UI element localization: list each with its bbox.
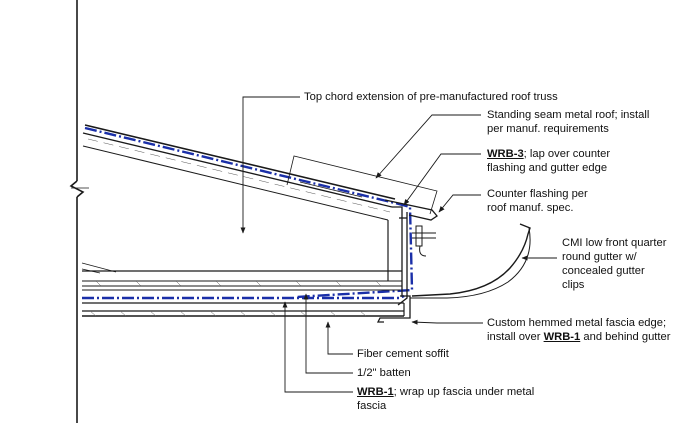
soffit-hatch: [89, 310, 367, 317]
standing-seam-rib: [286, 155, 438, 215]
callout-soffit: Fiber cement soffit: [357, 347, 449, 361]
callout-truss-text: Top chord extension of pre-manufactured …: [304, 91, 558, 103]
bottom-chord-assembly: [81, 220, 402, 291]
gutter-clip: [412, 225, 436, 257]
callout-roof-line1: Standing seam metal roof; install: [487, 109, 650, 121]
leader-roof: [375, 114, 481, 179]
callout-gutter-line2: round gutter w/: [562, 251, 637, 263]
callout-wrb3-tag: WRB-3: [487, 148, 524, 160]
wrb-3-line: [84, 126, 414, 299]
quarter-round-gutter: [411, 223, 531, 297]
callout-counter-line2: roof manuf. spec.: [487, 202, 574, 214]
wrb-1-line: [82, 294, 405, 300]
callout-soffit-text: Fiber cement soffit: [357, 348, 449, 360]
leader-soffit: [325, 321, 353, 355]
gutter-inner-edge: [410, 227, 531, 299]
callout-wrb3: WRB-3; lap over counter flashing and gut…: [487, 147, 610, 175]
callout-counter-flashing: Counter flashing per roof manuf. spec.: [487, 187, 588, 215]
callout-wrb1-rest: ; wrap up fascia under metal: [393, 386, 535, 398]
leader-batten: [303, 293, 353, 374]
callout-wrb1-line2: fascia: [357, 400, 387, 412]
leader-counter: [438, 194, 481, 213]
callout-gutter: CMI low front quarter round gutter w/ co…: [562, 236, 666, 292]
callout-gutter-line3: concealed gutter: [562, 265, 645, 277]
hemmed-fascia-edge: [376, 295, 411, 323]
callout-counter-line1: Counter flashing per: [487, 188, 588, 200]
callout-wrb3-line2: flashing and gutter edge: [487, 162, 608, 174]
leader-truss: [240, 96, 300, 234]
leader-lines: [240, 96, 557, 393]
leader-wrb1: [282, 301, 353, 393]
callout-roof: Standing seam metal roof; install per ma…: [487, 108, 649, 136]
callout-batten: 1/2" batten: [357, 366, 411, 380]
callout-gutter-line1: CMI low front quarter: [562, 237, 667, 249]
callout-wrb1: WRB-1; wrap up fascia under metal fascia: [357, 385, 534, 413]
batten-hatch: [95, 280, 382, 287]
callout-batten-text: 1/2" batten: [357, 367, 411, 379]
callout-roof-line2: per manuf. requirements: [487, 123, 609, 135]
callout-wrb1-tag: WRB-1: [357, 386, 394, 398]
callout-fascia: Custom hemmed metal fascia edge; install…: [487, 316, 670, 344]
roof-truss-top-chord: [82, 124, 396, 221]
wall-line: [69, 0, 89, 423]
leader-wrb3: [403, 153, 481, 206]
callout-fascia-pre: install over: [487, 331, 544, 343]
callout-truss: Top chord extension of pre-manufactured …: [304, 90, 558, 104]
callout-fascia-post: and behind gutter: [580, 331, 671, 343]
callout-wrb3-rest: ; lap over counter: [523, 148, 611, 160]
callout-fascia-line1: Custom hemmed metal fascia edge;: [487, 317, 667, 329]
leader-fascia: [411, 319, 483, 325]
callout-gutter-line4: clips: [562, 279, 585, 291]
fiber-cement-soffit: [82, 302, 405, 317]
callout-fascia-tag: WRB-1: [543, 331, 581, 343]
